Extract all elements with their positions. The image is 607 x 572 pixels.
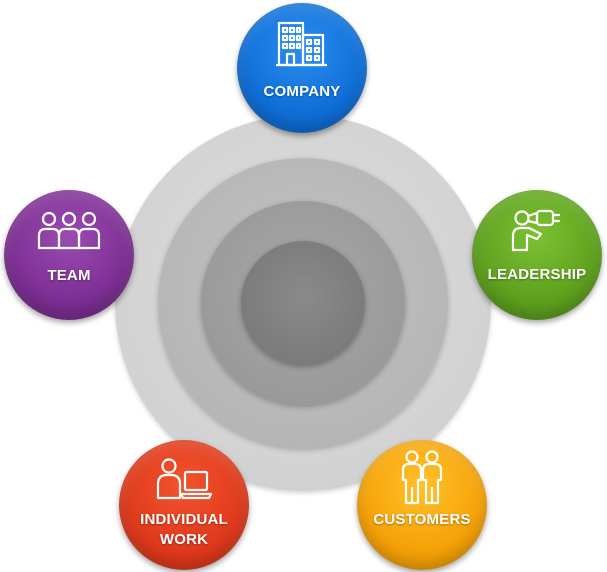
leadership-node: LEADERSHIP xyxy=(472,190,602,320)
person-laptop-icon xyxy=(155,458,213,500)
individual-work-label-line2: WORK xyxy=(159,531,209,548)
center-circle xyxy=(241,241,365,365)
customers-node: CUSTOMERS xyxy=(357,440,487,570)
group-icon xyxy=(37,210,101,250)
leadership-label: LEADERSHIP xyxy=(487,266,587,283)
company-label: COMPANY xyxy=(263,83,341,100)
building-icon xyxy=(275,21,329,67)
individual-work-node: INDIVIDUAL WORK xyxy=(119,440,249,570)
two-people-icon xyxy=(399,450,445,506)
individual-work-label-line1: INDIVIDUAL xyxy=(140,511,228,528)
individual-work-label: INDIVIDUAL WORK xyxy=(119,510,249,550)
customers-label: CUSTOMERS xyxy=(373,511,471,528)
team-label: TEAM xyxy=(47,267,91,284)
company-node: COMPANY xyxy=(237,3,367,133)
binoculars-person-icon xyxy=(507,208,567,252)
team-node: TEAM xyxy=(4,190,134,320)
